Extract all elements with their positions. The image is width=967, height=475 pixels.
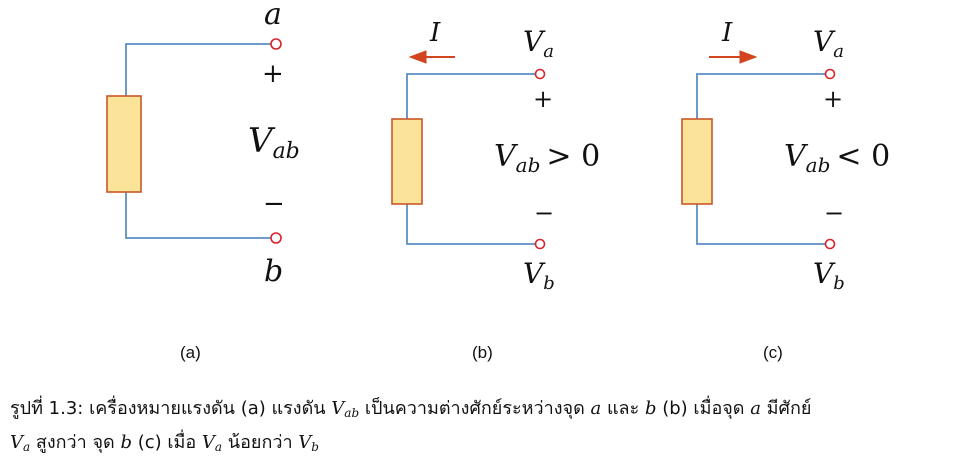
panel-b-minus: − bbox=[534, 199, 554, 227]
panel-a-voltage-sub: ab bbox=[273, 139, 300, 164]
panel-c-va: Va bbox=[813, 25, 844, 62]
panel-a-bottom-wire bbox=[125, 192, 271, 239]
figure-caption: รูปที่ 1.3: เครื่องหมายแรงดัน (a) แรงดัน… bbox=[10, 398, 812, 454]
panel-c-minus: − bbox=[824, 199, 844, 227]
panel-b-terminal-b bbox=[534, 238, 546, 250]
panel-a-terminal-b bbox=[270, 232, 282, 244]
panel-b-top-wire bbox=[406, 73, 535, 119]
panel-b-bottom-wire bbox=[406, 204, 535, 245]
panel-b-terminal-a bbox=[534, 68, 546, 80]
panel-b-vb: Vb bbox=[523, 257, 555, 294]
panel-c-caption: (c) bbox=[763, 343, 783, 362]
panel-a-voltage-main: V bbox=[248, 121, 276, 161]
circuit-figure: a + Vab − b (a) I Va + Vab> 0 − Vb (b) bbox=[106, 0, 890, 362]
panel-c-current-arrow bbox=[709, 50, 758, 64]
panel-b-voltage: Vab> 0 bbox=[494, 139, 600, 177]
panel-c-plus: + bbox=[823, 85, 843, 113]
panel-c-bottom-wire bbox=[696, 204, 825, 245]
panel-a-minus: − bbox=[263, 189, 285, 219]
panel-a-top-wire bbox=[125, 43, 271, 96]
panel-b-va: Va bbox=[523, 25, 554, 62]
panel-a-caption: (a) bbox=[180, 343, 201, 362]
panel-b-current-label: I bbox=[429, 18, 441, 48]
panel-c-voltage: Vab< 0 bbox=[784, 139, 890, 177]
panel-a-terminal-a bbox=[270, 38, 282, 50]
panel-c-current-label: I bbox=[721, 18, 733, 48]
panel-a-label-b: b bbox=[264, 254, 283, 289]
panel-b-current-arrow bbox=[408, 50, 455, 64]
panel-a-label-a: a bbox=[264, 0, 282, 32]
panel-b-resistor bbox=[391, 118, 423, 205]
panel-a-plus: + bbox=[262, 59, 284, 89]
panel-c-terminal-a bbox=[824, 68, 836, 80]
panel-a-resistor bbox=[106, 95, 142, 193]
panel-c-resistor bbox=[681, 118, 713, 205]
panel-b-caption: (b) bbox=[472, 343, 493, 362]
panel-c-vb: Vb bbox=[813, 257, 845, 294]
panel-b: I Va + Vab> 0 − Vb (b) bbox=[391, 18, 600, 362]
panel-c-top-wire bbox=[696, 73, 825, 119]
panel-c: I Va + Vab< 0 − Vb (c) bbox=[681, 18, 890, 362]
panel-c-terminal-b bbox=[824, 238, 836, 250]
panel-a-voltage: Vab bbox=[248, 121, 300, 164]
panel-b-plus: + bbox=[533, 85, 553, 113]
panel-a: a + Vab − b (a) bbox=[106, 0, 300, 362]
